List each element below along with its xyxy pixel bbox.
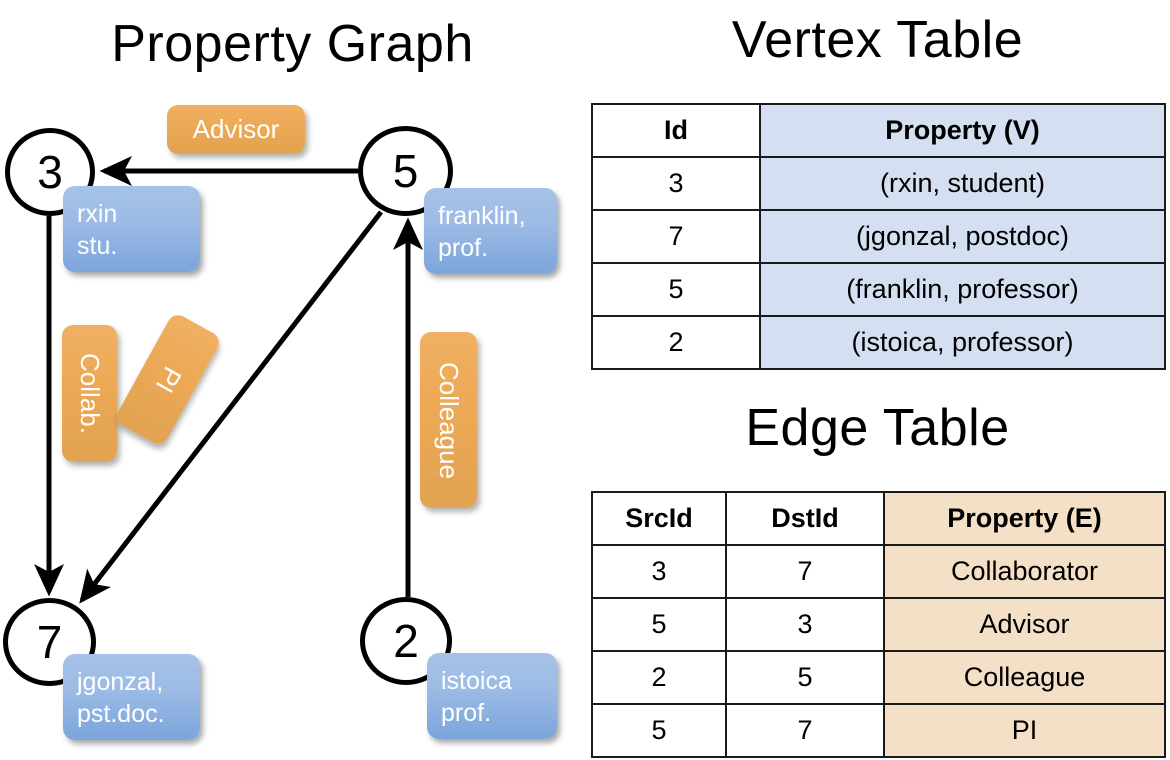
vertex-callout-franklin-line1: franklin, bbox=[438, 202, 526, 230]
vertex-table-cell-id: 7 bbox=[591, 209, 761, 264]
graph-edge-pi bbox=[79, 210, 383, 604]
vertex-callout-franklin: franklin, prof. bbox=[424, 188, 557, 274]
edge-table-cell-srcid: 3 bbox=[591, 544, 727, 599]
edge-label-colleague-text: Colleague bbox=[434, 361, 464, 479]
vertex-callout-jgonzal-line2: pst.doc. bbox=[77, 700, 165, 728]
table-row: 2 5 Colleague bbox=[591, 650, 1166, 705]
edge-table-cell-dstid: 7 bbox=[725, 544, 885, 599]
edge-table-cell-property: Advisor bbox=[883, 597, 1166, 652]
vertex-table-cell-id: 2 bbox=[591, 315, 761, 370]
vertex-table-header-property: Property (V) bbox=[759, 103, 1166, 158]
edge-table: SrcId DstId Property (E) 3 7 Collaborato… bbox=[591, 491, 1166, 758]
edge-table-header-property: Property (E) bbox=[883, 491, 1166, 546]
edge-table-header-row: SrcId DstId Property (E) bbox=[591, 491, 1166, 546]
table-row: 5 7 PI bbox=[591, 703, 1166, 758]
page-title-property-graph: Property Graph bbox=[111, 15, 474, 73]
vertex-table-header-row: Id Property (V) bbox=[591, 103, 1166, 158]
vertex-callout-istoica-line2: prof. bbox=[441, 699, 492, 727]
vertex-callout-rxin-line1: rxin bbox=[77, 200, 118, 228]
vertex-callout-franklin-line2: prof. bbox=[438, 234, 489, 262]
edge-table-cell-srcid: 5 bbox=[591, 703, 727, 758]
graph-vertex-2[interactable]: 2 bbox=[360, 597, 452, 685]
edge-table-cell-srcid: 5 bbox=[591, 597, 727, 652]
edge-table-header-srcid: SrcId bbox=[591, 491, 727, 546]
edge-label-collaborator: Collab. bbox=[62, 325, 117, 462]
graph-vertex-7-label: 7 bbox=[36, 616, 63, 668]
edge-table-cell-property: Colleague bbox=[883, 650, 1166, 705]
vertex-table: Id Property (V) 3 (rxin, student) 7 (jgo… bbox=[591, 103, 1166, 370]
vertex-table-cell-property: (franklin, professor) bbox=[759, 262, 1166, 317]
edge-table-cell-property: PI bbox=[883, 703, 1166, 758]
edge-table-header-dstid: DstId bbox=[725, 491, 885, 546]
table-row: 2 (istoica, professor) bbox=[591, 315, 1166, 370]
vertex-callout-jgonzal: jgonzal, pst.doc. bbox=[63, 654, 200, 740]
vertex-table-cell-property: (jgonzal, postdoc) bbox=[759, 209, 1166, 264]
vertex-callout-jgonzal-line1: jgonzal, bbox=[77, 668, 164, 696]
property-graph-diagram: 3 5 7 2 rxin stu. franklin, prof. jgonza… bbox=[3, 105, 557, 740]
table-row: 5 (franklin, professor) bbox=[591, 262, 1166, 317]
edge-label-colleague: Colleague bbox=[420, 332, 477, 508]
graph-vertex-5[interactable]: 5 bbox=[358, 126, 453, 216]
vertex-table-cell-id: 5 bbox=[591, 262, 761, 317]
edge-label-advisor: Advisor bbox=[167, 105, 305, 154]
vertex-table-cell-property: (istoica, professor) bbox=[759, 315, 1166, 370]
edge-table-cell-property: Collaborator bbox=[883, 544, 1166, 599]
edge-table-cell-dstid: 5 bbox=[725, 650, 885, 705]
graph-vertex-3-label: 3 bbox=[37, 146, 63, 198]
edge-label-pi-text: PI bbox=[149, 361, 188, 398]
page-title-edge-table: Edge Table bbox=[745, 399, 1010, 457]
graph-vertex-2-label: 2 bbox=[393, 615, 419, 667]
vertex-callout-istoica-line1: istoica bbox=[441, 667, 512, 695]
table-row: 3 (rxin, student) bbox=[591, 156, 1166, 211]
vertex-table-header-id: Id bbox=[591, 103, 761, 158]
page-title-vertex-table: Vertex Table bbox=[731, 11, 1024, 69]
graph-edges-svg bbox=[34, 156, 423, 604]
edge-table-cell-dstid: 3 bbox=[725, 597, 885, 652]
edge-table-cell-dstid: 7 bbox=[725, 703, 885, 758]
table-row: 7 (jgonzal, postdoc) bbox=[591, 209, 1166, 264]
vertex-callout-rxin: rxin stu. bbox=[63, 186, 200, 272]
vertex-table-cell-property: (rxin, student) bbox=[759, 156, 1166, 211]
vertex-callout-rxin-line2: stu. bbox=[77, 232, 118, 260]
graph-vertex-5-label: 5 bbox=[392, 145, 419, 197]
vertex-callout-istoica: istoica prof. bbox=[427, 653, 557, 739]
table-row: 3 7 Collaborator bbox=[591, 544, 1166, 599]
table-row: 5 3 Advisor bbox=[591, 597, 1166, 652]
edge-label-collaborator-text: Collab. bbox=[75, 353, 105, 434]
edge-table-cell-srcid: 2 bbox=[591, 650, 727, 705]
vertex-table-cell-id: 3 bbox=[591, 156, 761, 211]
edge-label-advisor-text: Advisor bbox=[192, 114, 280, 144]
